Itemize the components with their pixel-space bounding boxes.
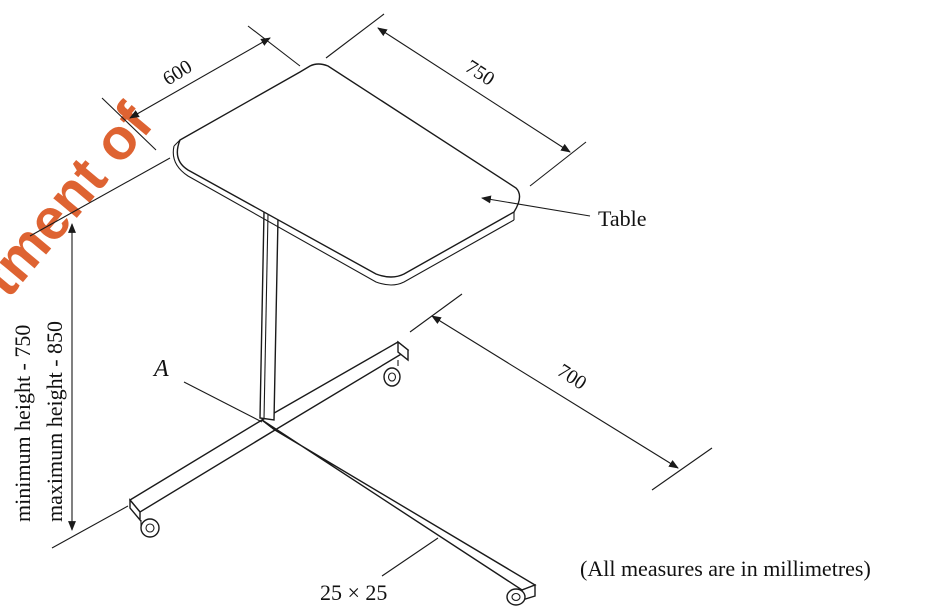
base-leg-right (261, 419, 537, 601)
dimension-base-label: 700 (553, 360, 590, 395)
caster-right (506, 588, 526, 606)
caster-back (383, 360, 401, 387)
units-note: (All measures are in millimetres) (580, 556, 871, 581)
section-label: 25 × 25 (320, 580, 387, 605)
base-leg-back (260, 340, 410, 431)
table-callout: Table (481, 195, 647, 231)
section-callout: 25 × 25 (320, 537, 439, 605)
max-height-label: maximum height - 850 (42, 321, 67, 522)
dimension-width-label: 600 (159, 56, 196, 91)
caster-front (140, 518, 160, 538)
support-column (259, 210, 279, 421)
table-top (172, 63, 521, 286)
base-leg-front (128, 419, 277, 522)
table-label: Table (598, 206, 647, 231)
point-a-callout: A (152, 356, 263, 423)
min-height-label: minimum height - 750 (10, 325, 35, 522)
watermark: tment of (0, 91, 165, 309)
point-a-label: A (152, 356, 169, 382)
dimension-base: 700 (409, 293, 713, 491)
dimension-height: minimum height - 750 maximum height - 85… (10, 157, 171, 549)
